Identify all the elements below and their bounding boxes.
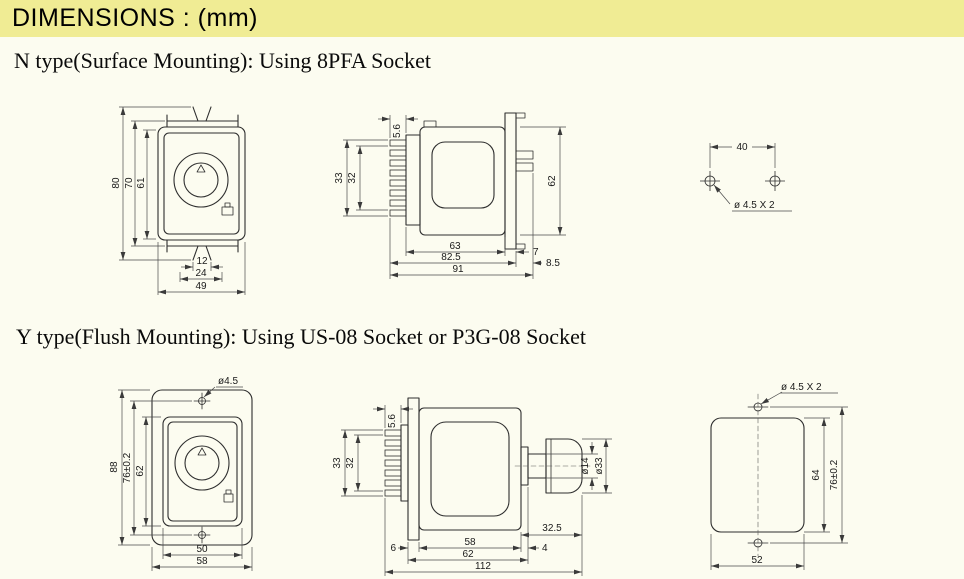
dim-n-bracket-thickness: 7 — [533, 247, 539, 258]
y-side-outline — [400, 397, 591, 541]
n-side-socket-teeth — [389, 139, 407, 217]
dim-n-body-height: 62 — [547, 175, 558, 187]
dim-y-cutout-height: 64 — [811, 469, 822, 481]
dim-y-socket-height: 33 — [332, 457, 343, 469]
y-side-view-drawing: 33 32 5.6 ø14 ø33 32.5 6 58 4 62 112 — [332, 397, 612, 576]
dim-n-socket-height: 33 — [334, 172, 345, 184]
n-front-dimension-labels: 80 70 61 12 24 49 — [111, 177, 208, 292]
dim-n-pin-height: 32 — [347, 172, 358, 184]
n-side-dimension-labels: 33 32 5.6 62 63 7 82.5 8.5 91 — [334, 124, 560, 275]
dim-n-rear-offset: 8.5 — [546, 258, 560, 269]
y-front-dimension-labels: ø4.5 88 76±0.2 62 50 58 — [109, 376, 238, 567]
page-title: DIMENSIONS : (mm) — [12, 4, 258, 32]
dim-n-depth-overall: 91 — [452, 264, 464, 275]
dim-n-height-overall: 80 — [111, 177, 122, 189]
y-panel-cutout-drawing: ø 4.5 X 2 64 76±0.2 52 — [710, 382, 848, 570]
n-holes-labels: 40 ø 4.5 X 2 — [734, 142, 775, 211]
dim-y-body-depth: 58 — [464, 537, 476, 548]
n-front-outline — [157, 106, 246, 261]
dim-n-width-body: 49 — [195, 281, 207, 292]
n-holes-dimension-lines — [709, 143, 792, 212]
dim-y-width-flange: 58 — [196, 556, 208, 567]
dim-y-pin-height: 32 — [345, 457, 356, 469]
dim-y-pin-depth: 5.6 — [387, 414, 398, 428]
y-front-outline — [151, 389, 253, 546]
dim-y-shaft-dia: ø14 — [580, 457, 591, 475]
dim-y-flange-thickness: 6 — [390, 543, 396, 554]
dim-y-width-body: 50 — [196, 544, 208, 555]
section-title-y-type: Y type(Flush Mounting): Using US-08 Sock… — [16, 324, 586, 349]
n-front-dimension-lines — [119, 106, 246, 295]
dim-y-knob-dia: ø33 — [594, 457, 605, 475]
n-side-dimension-lines — [343, 115, 566, 279]
y-front-hole-note: ø4.5 — [218, 376, 238, 387]
n-holes-outline — [700, 171, 785, 191]
n-front-view-drawing: 80 70 61 12 24 49 — [111, 106, 246, 295]
y-side-socket-teeth — [384, 429, 402, 497]
dim-n-depth-body: 63 — [449, 241, 461, 252]
dim-y-cutout-hole-pitch: 76±0.2 — [829, 459, 840, 490]
n-side-view-drawing: 33 32 5.6 62 63 7 82.5 8.5 91 — [334, 112, 566, 279]
page-header-bar: DIMENSIONS : (mm) — [0, 0, 964, 37]
n-mounting-holes-drawing: 40 ø 4.5 X 2 — [700, 142, 792, 212]
dim-y-protrusion: 32.5 — [542, 523, 562, 534]
y-front-view-drawing: ø4.5 88 76±0.2 62 50 58 — [109, 376, 253, 571]
y-cutout-dimension-lines — [710, 391, 848, 570]
n-side-outline — [405, 112, 534, 250]
dim-y-collar: 4 — [542, 543, 548, 554]
dim-y-hole-pitch: 76±0.2 — [122, 452, 133, 483]
dim-y-depth-overall: 112 — [475, 561, 491, 572]
y-cutout-labels: ø 4.5 X 2 64 76±0.2 52 — [751, 382, 840, 566]
y-side-dimension-lines — [341, 405, 612, 576]
dim-n-depth-with-socket: 82.5 — [441, 252, 461, 263]
dim-n-width-slot: 12 — [196, 256, 208, 267]
dim-y-cutout-width: 52 — [751, 555, 763, 566]
dim-y-height-flange: 88 — [109, 461, 120, 473]
dim-n-pin-depth: 5.6 — [392, 124, 403, 138]
dim-n-height-bracket: 70 — [124, 177, 135, 189]
y-cutout-hole-note: ø 4.5 X 2 — [781, 382, 822, 393]
y-cutout-outline — [710, 393, 805, 557]
dim-y-height-body: 62 — [135, 465, 146, 477]
dim-n-height-body: 61 — [136, 177, 147, 189]
dim-n-hole-pitch: 40 — [736, 142, 748, 153]
y-front-dimension-lines — [118, 386, 253, 571]
n-hole-note: ø 4.5 X 2 — [734, 200, 775, 211]
y-side-dimension-labels: 33 32 5.6 ø14 ø33 32.5 6 58 4 62 112 — [332, 414, 605, 572]
dim-n-width-notch: 24 — [195, 268, 207, 279]
dim-y-depth-behind-panel: 62 — [462, 549, 474, 560]
section-title-n-type: N type(Surface Mounting): Using 8PFA Soc… — [14, 48, 431, 73]
